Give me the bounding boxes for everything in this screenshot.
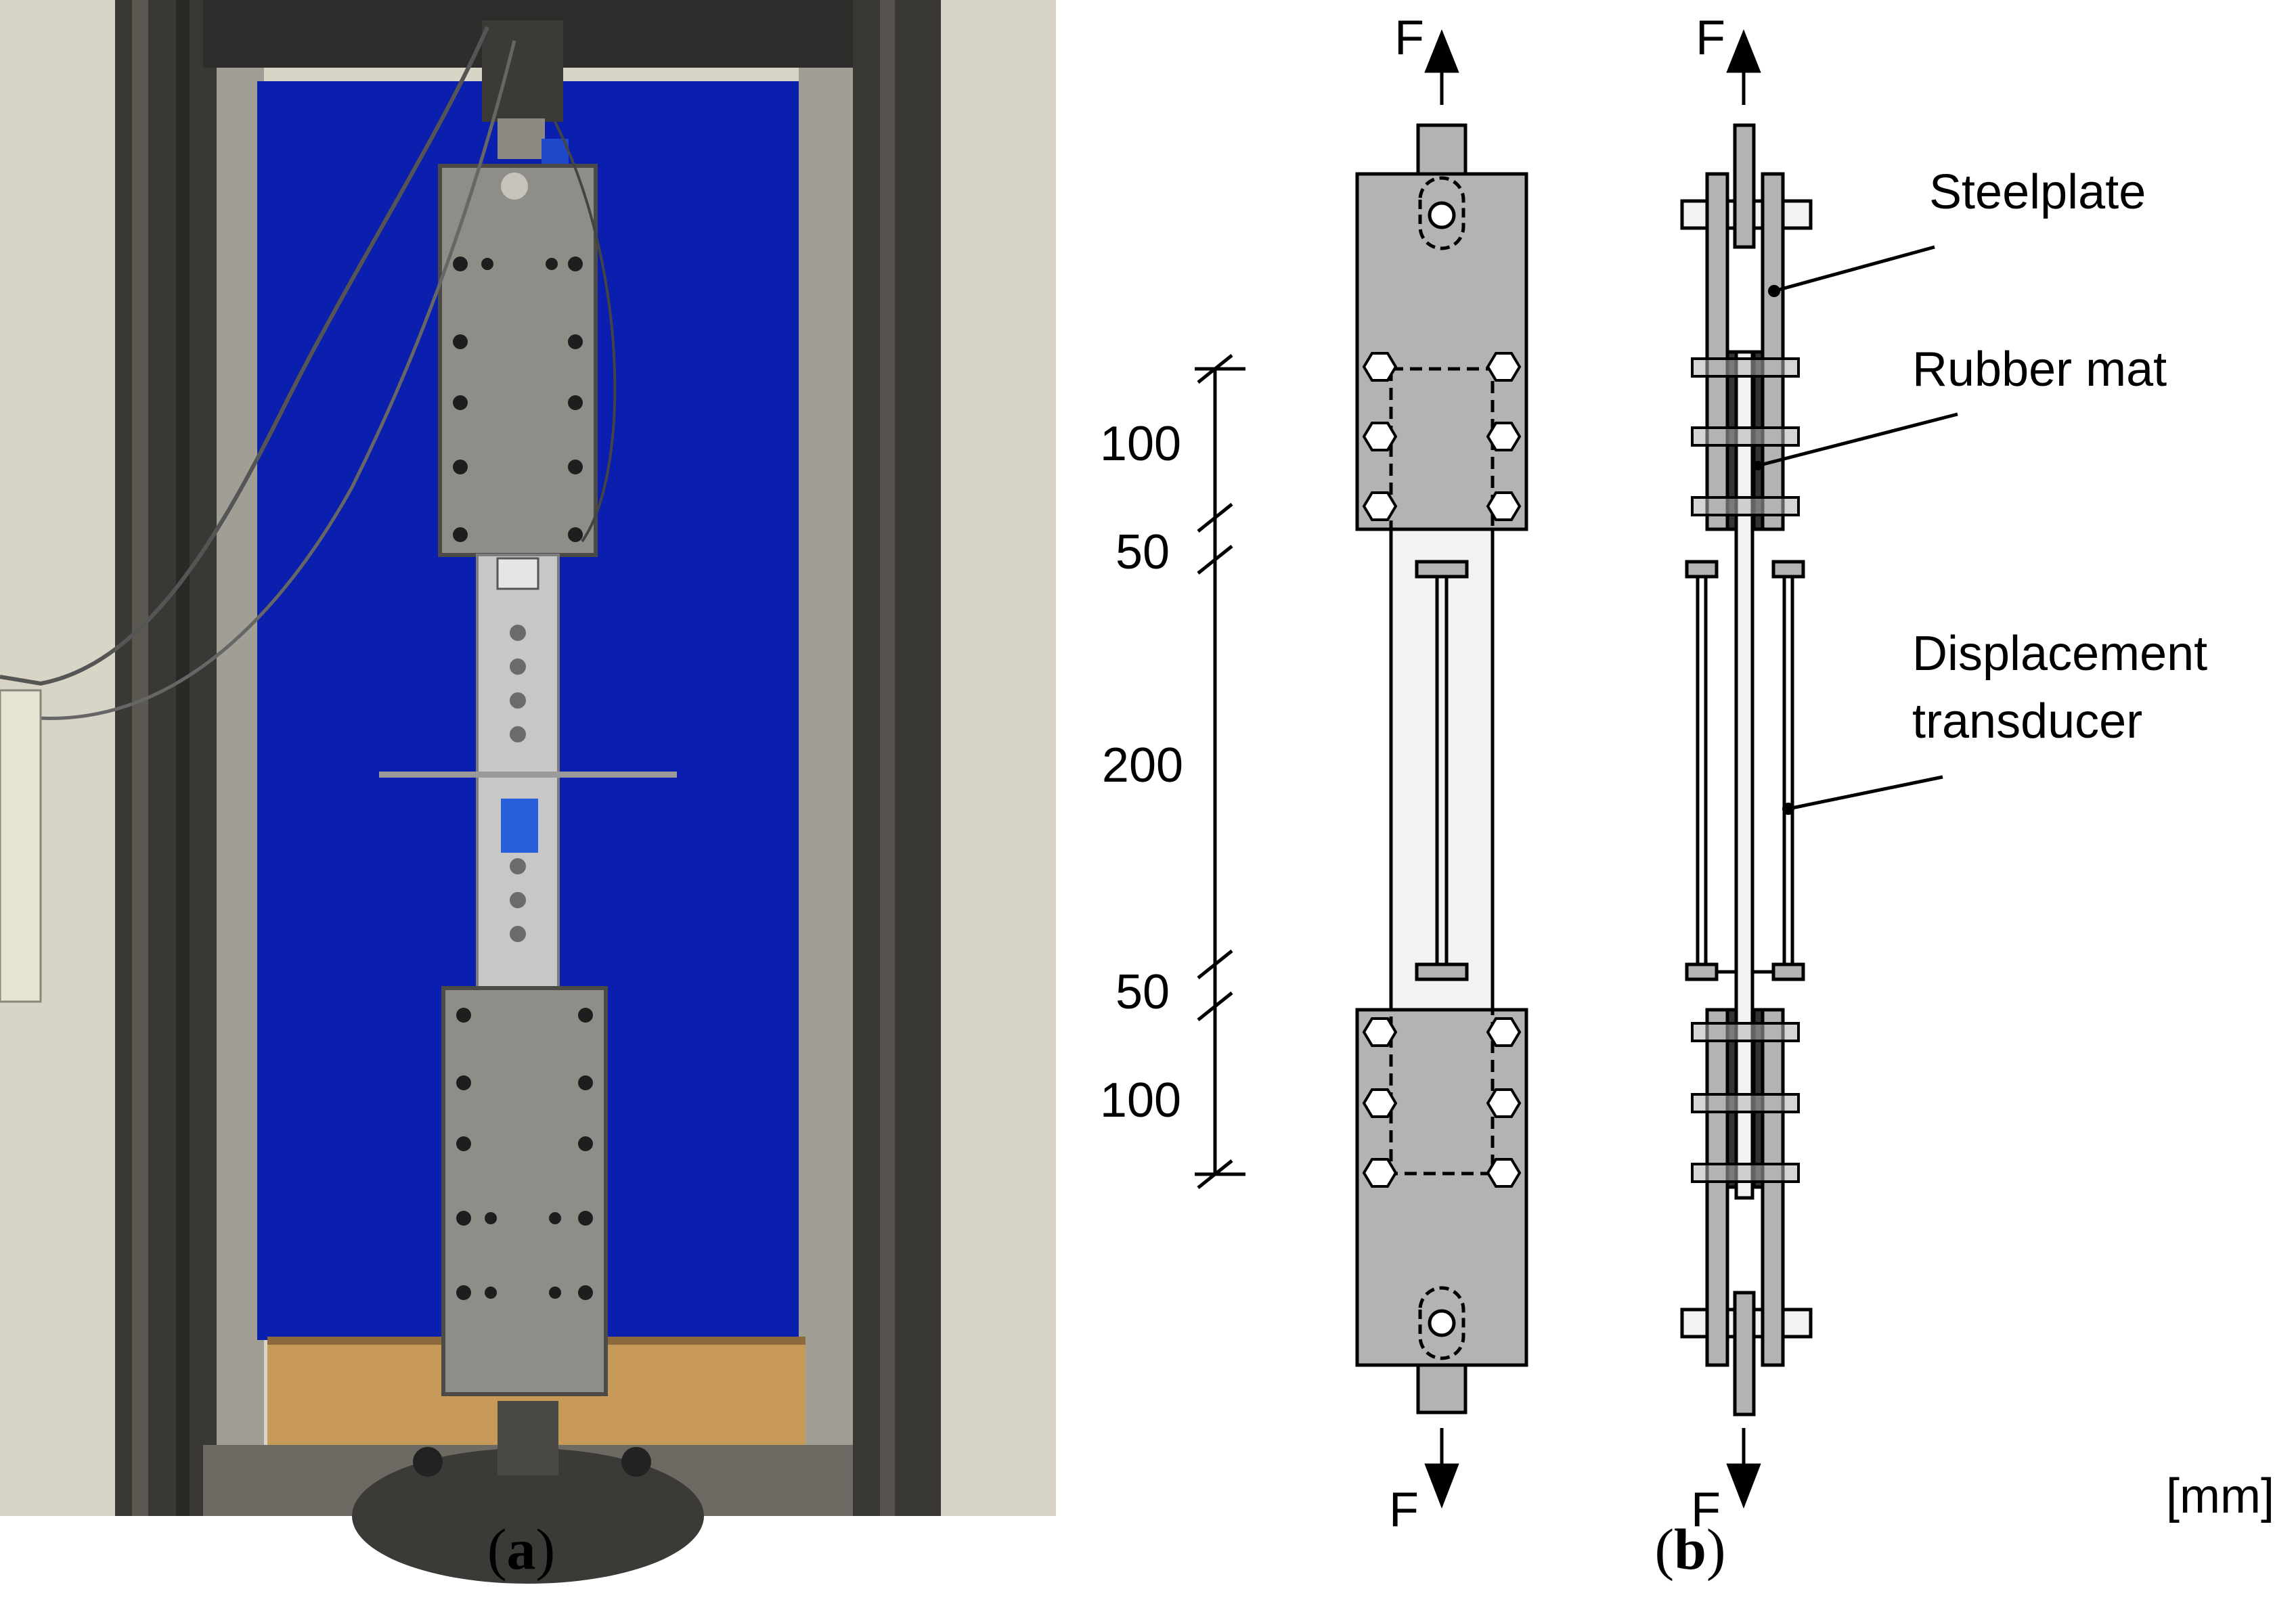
hex-bolt-icon bbox=[1486, 1158, 1522, 1188]
dimension-label-gap-top: 50 bbox=[1116, 525, 1170, 579]
steel-plate-right-top bbox=[1761, 172, 1785, 531]
force-arrow-up-icon bbox=[1726, 29, 1761, 73]
bottom-pin-slot bbox=[1418, 1286, 1465, 1360]
top-center-tab bbox=[1733, 123, 1756, 249]
force-label-top-side: F bbox=[1696, 11, 1725, 65]
hex-bolt-icon bbox=[1486, 1088, 1522, 1118]
hex-bolt-icon bbox=[1486, 1017, 1522, 1047]
leader-transducer bbox=[1788, 775, 1943, 811]
caption-a: (a) bbox=[487, 1517, 555, 1582]
specimen-front bbox=[1389, 527, 1495, 1012]
force-label-bottom-side: F bbox=[1691, 1483, 1721, 1537]
annotation-transducer-line1: Displacement bbox=[1912, 627, 2207, 681]
front-bolts bbox=[1362, 352, 1522, 1188]
bottom-clevis bbox=[498, 1401, 558, 1475]
frame-left-rail bbox=[217, 47, 264, 1469]
transducer-left-clamp-bottom bbox=[1685, 962, 1719, 981]
bottom-steel-plate bbox=[441, 986, 608, 1396]
dimension-label-grip-bottom: 100 bbox=[1100, 1073, 1181, 1128]
dimension-label-gap-bottom: 50 bbox=[1116, 965, 1170, 1019]
transducer-right-clamp-top bbox=[1771, 560, 1805, 579]
left-column bbox=[115, 0, 217, 1516]
force-arrow-up-icon bbox=[1424, 29, 1459, 73]
hex-bolt-icon bbox=[1362, 352, 1398, 382]
photo-panel: (a) bbox=[0, 0, 1056, 1606]
frame-right-rail bbox=[799, 47, 853, 1469]
hex-bolt-icon bbox=[1486, 491, 1522, 521]
top-clevis bbox=[482, 20, 563, 122]
specimen-schematic: 100 50 200 50 100 bbox=[1100, 11, 2274, 1582]
specimen-side bbox=[1734, 350, 1754, 1200]
dimension-label-grip-top: 100 bbox=[1100, 417, 1181, 471]
blue-tape-label bbox=[501, 799, 538, 853]
top-pin-hole bbox=[1428, 201, 1456, 229]
top-pin-tab bbox=[1416, 123, 1467, 178]
dimension-chain bbox=[1195, 354, 1245, 1189]
extensometer-rod bbox=[379, 772, 677, 778]
unit-label: [mm] bbox=[2166, 1469, 2274, 1523]
leader-steelplate bbox=[1773, 245, 1935, 293]
hex-bolt-icon bbox=[1362, 491, 1398, 521]
force-arrow-down-icon bbox=[1726, 1463, 1761, 1509]
top-grip-plate bbox=[1355, 172, 1528, 531]
steel-plate-left-bottom bbox=[1705, 1008, 1729, 1367]
force-label-top-front: F bbox=[1394, 11, 1424, 65]
annotation-transducer-line2: transducer bbox=[1912, 694, 2142, 749]
test-rig-photo: (a) bbox=[0, 0, 1056, 1584]
hex-bolt-icon bbox=[1362, 422, 1398, 451]
top-steel-plate bbox=[438, 164, 598, 557]
right-column bbox=[853, 0, 941, 1516]
steel-plate-right-bottom bbox=[1761, 1008, 1785, 1367]
top-pin-slot bbox=[1418, 176, 1465, 250]
leader-dot bbox=[1768, 285, 1780, 297]
side-bolts bbox=[1691, 357, 1800, 1183]
hex-bolt-icon bbox=[1362, 1017, 1398, 1047]
annotation-rubber-mat: Rubber mat bbox=[1912, 342, 2167, 397]
force-label-bottom-front: F bbox=[1389, 1483, 1419, 1537]
sensor-cable bbox=[0, 26, 489, 686]
leader-dot bbox=[1782, 803, 1794, 815]
annotation-steelplate: Steelplate bbox=[1929, 165, 2146, 219]
leader-dot bbox=[1753, 461, 1763, 470]
side-view bbox=[1680, 29, 1958, 1509]
hex-bolt-icon bbox=[1362, 1088, 1398, 1118]
bottom-center-tab bbox=[1733, 1291, 1756, 1417]
transducer-left-clamp-top bbox=[1685, 560, 1719, 579]
steel-plate-left-top bbox=[1705, 172, 1729, 531]
bottom-pin-tab bbox=[1416, 1363, 1467, 1414]
force-arrow-down-icon bbox=[1424, 1463, 1459, 1509]
hex-bolt-icon bbox=[1486, 422, 1522, 451]
caption-b: (b) bbox=[1654, 1517, 1725, 1582]
transducer-right-clamp-bottom bbox=[1771, 962, 1805, 981]
front-view bbox=[1355, 29, 1528, 1509]
hex-bolt-icon bbox=[1362, 1158, 1398, 1188]
junction-box bbox=[0, 689, 42, 1003]
leader-rubber-mat bbox=[1757, 412, 1958, 468]
bottom-grip-base bbox=[352, 1448, 704, 1584]
transducer-clamp-bottom bbox=[1415, 962, 1469, 981]
bottom-pin-hole bbox=[1428, 1309, 1456, 1337]
schematic-panel: 100 50 200 50 100 bbox=[1056, 0, 2296, 1606]
hex-bolt-icon bbox=[1486, 352, 1522, 382]
transducer-clamp-top bbox=[1415, 560, 1469, 579]
dimension-label-gauge: 200 bbox=[1102, 738, 1183, 793]
